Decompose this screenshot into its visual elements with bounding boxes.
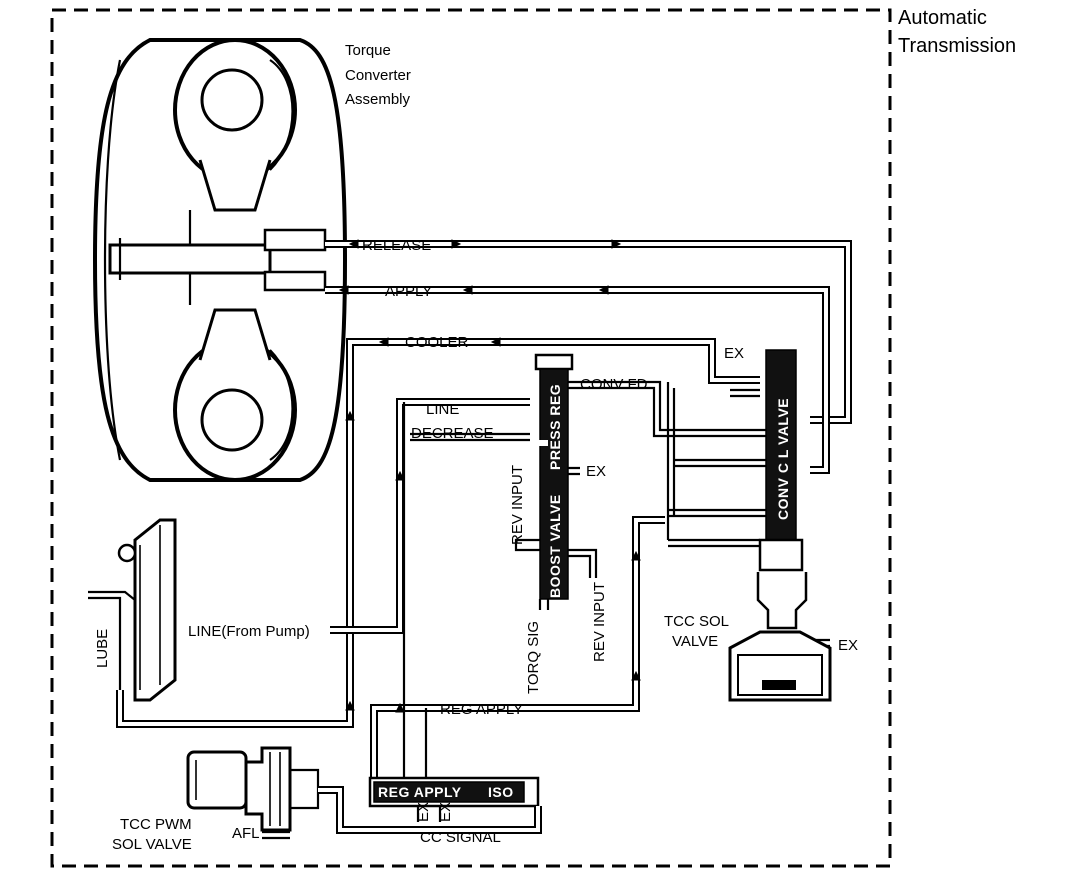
- tcc-sol-valve-label-1: TCC SOL: [664, 613, 729, 630]
- iso-valve-label: ISO: [488, 784, 514, 800]
- press-reg-boost-valve: [534, 353, 720, 600]
- cc-signal-label: CC SIGNAL: [420, 829, 501, 846]
- boost-valve-label: BOOST VALVE: [547, 494, 563, 598]
- afl-line: [262, 830, 290, 840]
- ex-1-label: EX: [415, 802, 432, 822]
- decrease-label: DECREASE: [411, 425, 494, 442]
- line-from-pump-line: [330, 398, 530, 634]
- diagram-title-line-2: Transmission: [898, 35, 1016, 57]
- conv-fd-label: CONV FD: [580, 376, 648, 393]
- reg-apply-label: REG APPLY: [440, 701, 523, 718]
- tcc-pwm-sol-valve-label-2: SOL VALVE: [112, 836, 192, 853]
- line-from-pump-label: LINE(From Pump): [188, 623, 310, 640]
- torque-converter-icon: [92, 38, 348, 482]
- conv-cl-valve: [666, 349, 804, 591]
- cc-signal-line: [318, 786, 542, 834]
- transmission-boundary: [50, 8, 892, 868]
- tcc-solenoid-icon: [728, 572, 832, 702]
- line-label: LINE: [426, 401, 459, 418]
- flow-arrows: [338, 239, 641, 713]
- ex-top-label: EX: [724, 345, 744, 362]
- ex-boost-label: EX: [586, 463, 606, 480]
- cooler-label: COOLER: [405, 334, 469, 351]
- cooler-line: [116, 338, 760, 728]
- diagram-title-line-1: Automatic: [898, 7, 987, 29]
- torque-converter-label-1: Torque: [345, 42, 391, 59]
- reg-apply-line: [370, 516, 665, 780]
- decrease-line: [410, 432, 530, 442]
- apply-label: APPLY: [385, 283, 432, 300]
- rev-input-right-label: REV INPUT: [591, 582, 608, 662]
- release-label: RELEASE: [362, 237, 431, 254]
- torque-converter-label-3: Assembly: [345, 91, 411, 108]
- torq-sig-label: TORQ SIG: [525, 621, 542, 694]
- rev-input-left-line: [514, 538, 540, 552]
- tcc-pwm-sol-valve-label-1: TCC PWM: [120, 816, 192, 833]
- torque-converter-label-2: Converter: [345, 67, 411, 84]
- cooler-radiator-icon: [88, 518, 177, 702]
- conv-cl-valve-label: CONV C L VALVE: [775, 398, 791, 520]
- reg-apply-iso-valve: [368, 402, 540, 822]
- afl-label: AFL: [232, 825, 260, 842]
- press-reg-valve-label: PRESS REG: [547, 384, 563, 470]
- torq-sig-line: [538, 599, 550, 610]
- ex-2-label: EX: [437, 802, 454, 822]
- rev-input-left-label: REV INPUT: [509, 465, 526, 545]
- tcc-pwm-solenoid-icon: [186, 746, 320, 832]
- tcc-sol-valve-label-2: VALVE: [672, 633, 718, 650]
- reg-apply-valve-label: REG APPLY: [378, 784, 462, 800]
- lube-label: LUBE: [94, 629, 111, 668]
- ex-sol-label: EX: [838, 637, 858, 654]
- rev-input-right-line: [568, 548, 598, 578]
- apply-line: [325, 286, 830, 474]
